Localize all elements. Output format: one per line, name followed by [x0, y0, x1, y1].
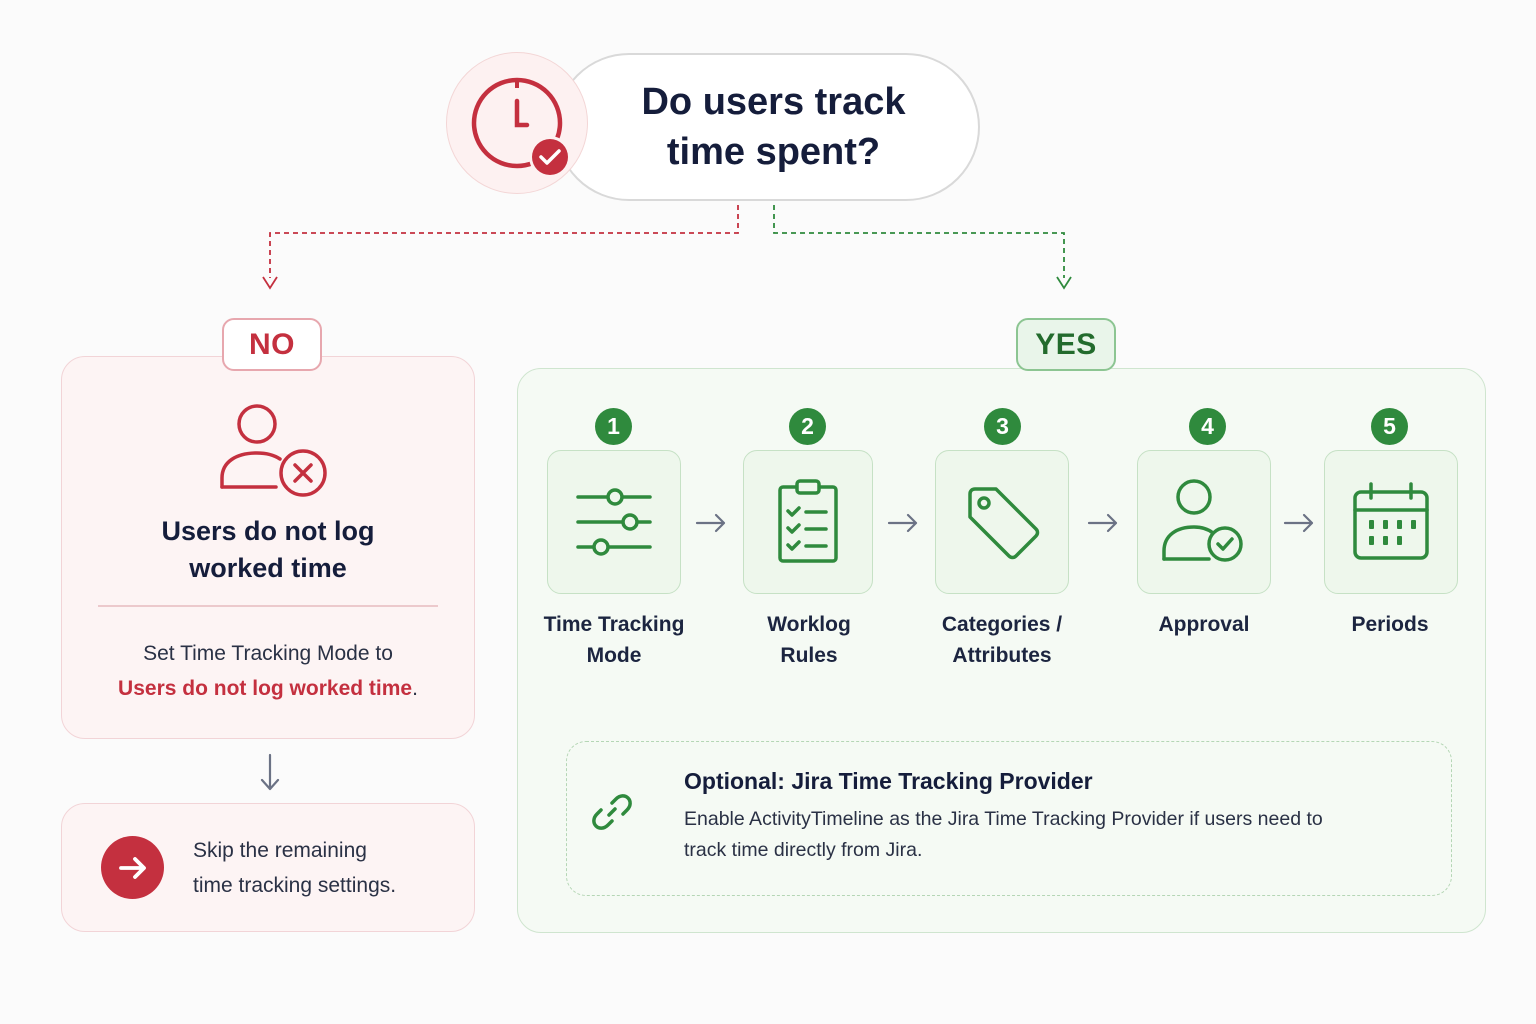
step-3-label-line2: Attributes: [952, 644, 1052, 667]
optional-desc-line2: track time directly from Jira.: [684, 839, 923, 861]
step-number-3: 3: [984, 408, 1021, 445]
step-4-box: [1137, 450, 1271, 594]
step-2-label-line1: Worklog: [767, 613, 851, 636]
user-x-icon: [214, 398, 334, 498]
arrow-right-icon: [101, 836, 164, 899]
step-5-label-line1: Periods: [1351, 613, 1429, 636]
step-1-box: [547, 450, 681, 594]
no-branch-description: Set Time Tracking Mode to Users do not l…: [61, 636, 475, 706]
step-4-label: Approval: [1104, 609, 1304, 640]
tag-icon: [968, 487, 1040, 560]
yes-arrowhead: [1056, 276, 1072, 290]
optional-desc-line1: Enable ActivityTimeline as the Jira Time…: [684, 808, 1323, 830]
question-line1: Do users track: [641, 81, 906, 123]
step-number-1: 1: [595, 408, 632, 445]
step-number-4: 4: [1189, 408, 1226, 445]
clock-check-icon: [446, 52, 588, 194]
skip-line2: time tracking settings.: [193, 874, 397, 897]
sliders-icon: [576, 488, 652, 556]
step-3-label-line1: Categories /: [941, 613, 1063, 636]
optional-provider-box: [566, 741, 1452, 896]
calendar-icon: [1353, 482, 1429, 560]
no-desc-suffix: .: [412, 677, 418, 700]
step-5-box: [1324, 450, 1458, 594]
link-icon: [590, 790, 634, 834]
yes-badge: YES: [1016, 318, 1116, 371]
step-2-box: [743, 450, 873, 594]
no-desc-highlight: Users do not log worked time: [118, 677, 413, 700]
skip-text: Skip the remaining time tracking setting…: [193, 833, 453, 903]
step-1-label-line1: Time Tracking: [543, 613, 685, 636]
step-1-label: Time Tracking Mode: [514, 609, 714, 671]
question-line2: time spent?: [666, 131, 881, 173]
no-badge: NO: [222, 318, 322, 371]
yes-connector: [773, 205, 1065, 278]
step-3-label: Categories / Attributes: [902, 609, 1102, 671]
step-1-label-line2: Mode: [586, 644, 642, 667]
step-4-label-line1: Approval: [1158, 613, 1250, 636]
step-2-label: Worklog Rules: [709, 609, 909, 671]
no-connector: [269, 205, 739, 278]
optional-description: Enable ActivityTimeline as the Jira Time…: [684, 804, 1404, 866]
clipboard-checklist-icon: [778, 479, 838, 563]
no-title-line1: Users do not log: [161, 516, 375, 546]
optional-title: Optional: Jira Time Tracking Provider: [684, 768, 1093, 794]
user-check-icon: [1162, 479, 1243, 562]
divider: [98, 605, 438, 607]
no-branch-card: [61, 356, 475, 739]
no-title-line2: worked time: [189, 553, 347, 583]
no-branch-title: Users do not log worked time: [61, 513, 475, 587]
step-2-label-line2: Rules: [780, 644, 838, 667]
step-number-5: 5: [1371, 408, 1408, 445]
step-5-label: Periods: [1290, 609, 1490, 640]
question-node: Do users track time spent?: [555, 53, 980, 201]
step-number-2: 2: [789, 408, 826, 445]
step-3-box: [935, 450, 1069, 594]
no-arrowhead: [262, 276, 278, 290]
skip-line1: Skip the remaining: [193, 839, 367, 862]
no-desc-prefix: Set Time Tracking Mode to: [143, 642, 393, 665]
down-arrow-icon: [258, 752, 282, 792]
